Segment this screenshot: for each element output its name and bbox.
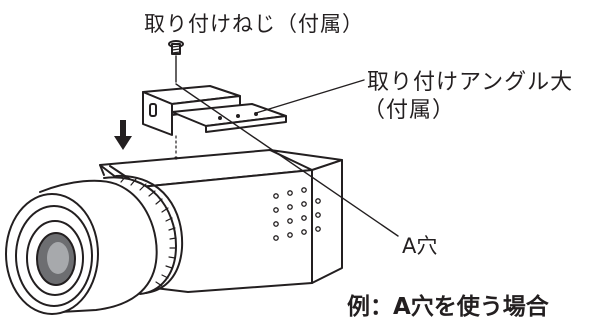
example-caption: 例：A穴を使う場合 xyxy=(347,294,549,320)
vent-holes xyxy=(273,187,321,241)
screw-label: 取り付けねじ（付属） xyxy=(144,12,364,36)
bracket-label-line2: （付属） xyxy=(363,98,456,123)
camera-lens xyxy=(5,174,184,315)
hole-label: A穴 xyxy=(402,234,438,258)
hole-leader-line xyxy=(175,83,399,237)
lens-ridges xyxy=(120,175,177,287)
bracket-label-line1: 取り付けアングル大 xyxy=(367,70,574,95)
screw-icon xyxy=(168,40,184,83)
leader-lines xyxy=(175,79,399,237)
bracket-leader-line xyxy=(255,79,365,114)
down-arrow-icon xyxy=(114,120,132,150)
camera-body xyxy=(99,149,343,293)
